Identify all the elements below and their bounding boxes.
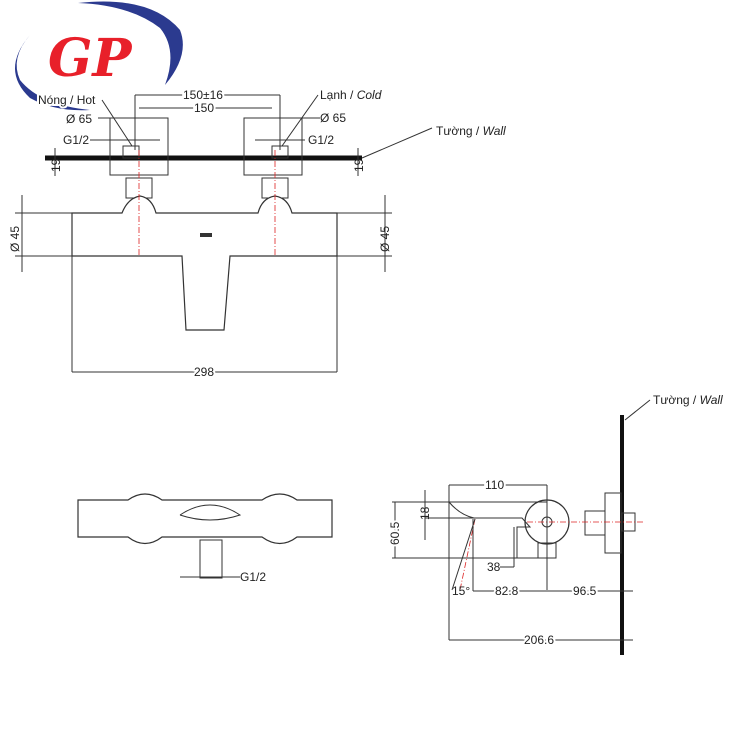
dia-45-right: Ø 45: [378, 226, 392, 252]
dim-18: 18: [418, 506, 432, 520]
bottom-view: G1/2: [77, 493, 333, 584]
mixer-body-bottom: [77, 493, 333, 545]
dia-65-right: Ø 65: [320, 111, 346, 125]
side-view: Tường / Wall 110 18 60.5 38 15° 82.8 96.…: [386, 393, 723, 655]
hot-label: Nóng / Hot: [38, 93, 96, 107]
side-wall-label: Tường / Wall: [653, 393, 723, 407]
bottom-g12: G1/2: [240, 570, 266, 584]
dim-82-8: 82.8: [495, 584, 519, 598]
angle-15: 15°: [452, 584, 470, 598]
gp-logo: GP: [15, 1, 183, 111]
dim-150-16: 150±16: [183, 88, 223, 102]
front-view: 150±16 150 Nóng / Hot Lạnh / Cold Ø 65 Ø…: [8, 86, 506, 381]
dim-150: 150: [194, 101, 214, 115]
dim-60-5: 60.5: [388, 521, 402, 545]
dia-45-left: Ø 45: [8, 226, 22, 252]
dim-298: 298: [194, 365, 214, 379]
cold-label: Lạnh / Cold: [320, 88, 382, 102]
dia-65-left: Ø 65: [66, 112, 92, 126]
logo-text: GP: [48, 28, 133, 89]
dim-38: 38: [487, 560, 501, 574]
dim-206-6: 206.6: [524, 633, 554, 647]
dim-96-5: 96.5: [573, 584, 597, 598]
g12-right: G1/2: [308, 133, 334, 147]
wall-label: Tường / Wall: [436, 124, 506, 138]
dim-110: 110: [485, 478, 504, 492]
g12-left: G1/2: [63, 133, 89, 147]
dim-19-left: 19: [49, 158, 63, 172]
mixer-body: [71, 195, 338, 331]
dim-19-right: 19: [352, 158, 366, 172]
